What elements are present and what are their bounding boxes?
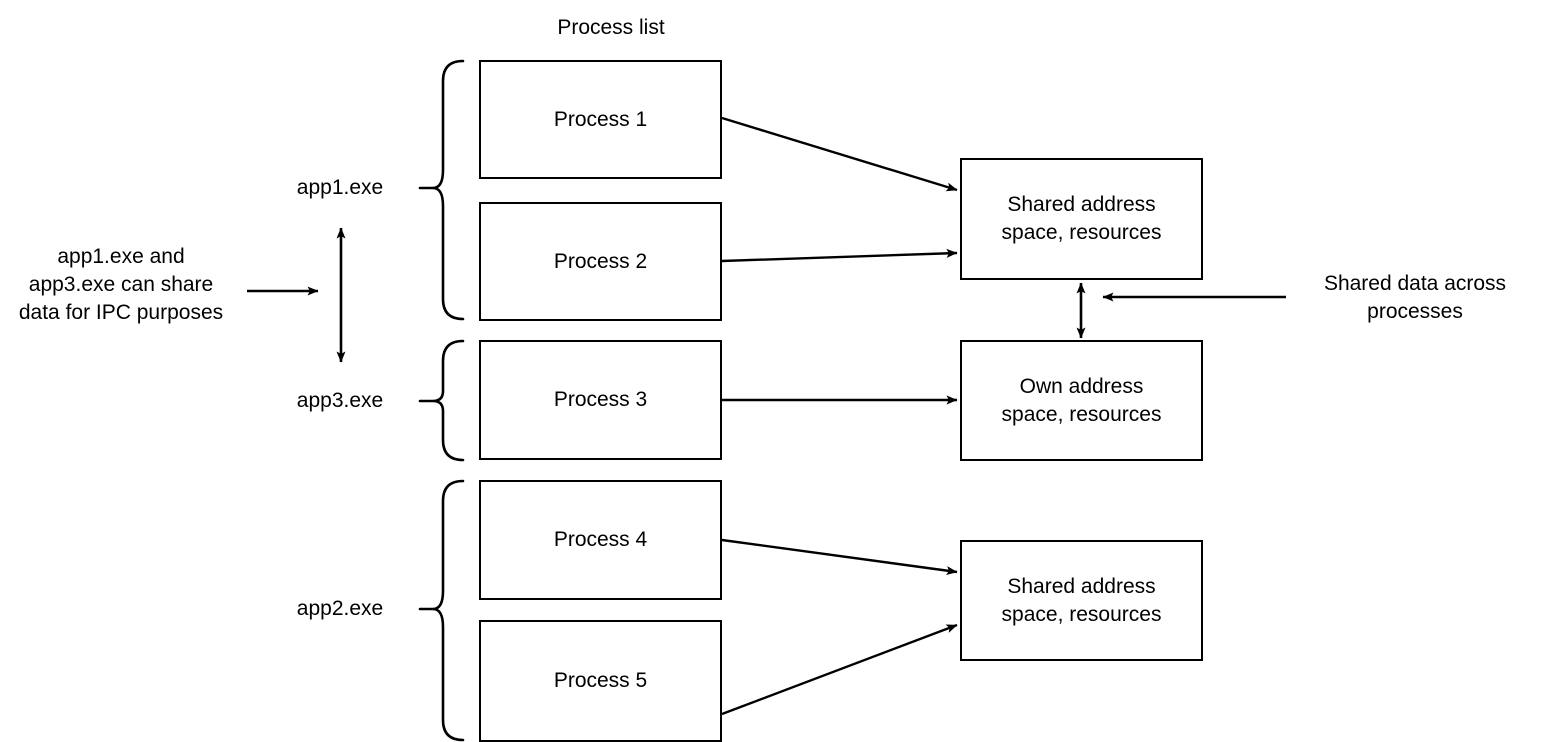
app-label-app3-exe: app3.exe bbox=[296, 389, 384, 412]
shared-address-space-top-label: Shared address space, resources bbox=[1001, 193, 1162, 244]
address-box-shared-address-space-bottom[interactable]: Shared address space, resources bbox=[960, 540, 1203, 661]
address-box-own-address-space[interactable]: Own address space, resources bbox=[960, 340, 1203, 461]
process-4-label: Process 4 bbox=[553, 528, 648, 551]
process-box-process-2[interactable]: Process 2 bbox=[479, 202, 722, 321]
own-address-space-label: Own address space, resources bbox=[1001, 374, 1162, 426]
ipc-note-text: app1.exe and app3.exe can share data for… bbox=[18, 245, 224, 324]
shared-data-note-text: Shared data across processes bbox=[1323, 272, 1507, 323]
brace-app3-exe bbox=[418, 339, 465, 462]
arrow-process-5-to-shared-bottom bbox=[721, 623, 958, 716]
app-label-app1-exe: app1.exe bbox=[296, 176, 384, 199]
process-box-process-3[interactable]: Process 3 bbox=[479, 340, 722, 460]
process-box-process-1[interactable]: Process 1 bbox=[479, 60, 722, 179]
process-2-label: Process 2 bbox=[553, 249, 648, 273]
process-box-process-4[interactable]: Process 4 bbox=[479, 480, 722, 600]
brace-app2-exe bbox=[418, 479, 465, 742]
brace-app1-exe bbox=[418, 59, 465, 321]
process-1-label: Process 1 bbox=[553, 107, 648, 131]
arrow-process-2-to-shared-top bbox=[721, 248, 958, 263]
app-label-app2-exe: app2.exe bbox=[296, 597, 384, 620]
shared-address-space-bottom-label: Shared address space, resources bbox=[1001, 574, 1162, 626]
arrow-process-4-to-shared-bottom bbox=[721, 538, 958, 576]
process-3-label: Process 3 bbox=[553, 388, 648, 411]
arrow-process-1-to-shared-top bbox=[721, 116, 958, 192]
address-box-shared-address-space-top[interactable]: Shared address space, resources bbox=[960, 158, 1203, 280]
page-title: Process list bbox=[557, 16, 665, 39]
process-5-label: Process 5 bbox=[553, 669, 648, 692]
process-box-process-5[interactable]: Process 5 bbox=[479, 620, 722, 742]
